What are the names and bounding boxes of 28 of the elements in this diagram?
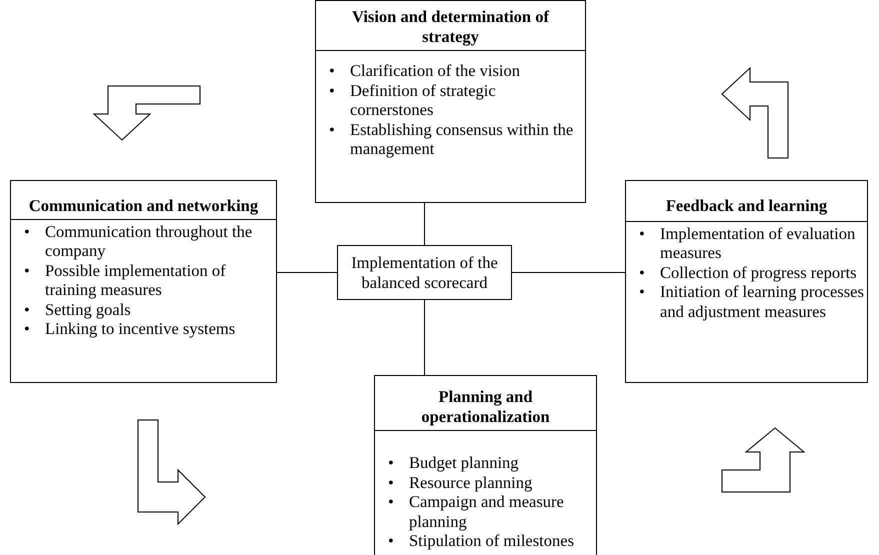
box-text: Implementation of the balanced scorecard — [350, 253, 499, 292]
bullet-item: • Campaign and measure planning — [387, 492, 565, 531]
bullet-item: • Setting goals — [23, 300, 132, 319]
bullet-item: • Collection of progress reports — [638, 262, 858, 282]
connector-line — [424, 202, 425, 246]
box-heading: Planning and operationalization — [375, 376, 596, 431]
process-box — [625, 180, 868, 383]
bullet-item: • Initiation of learning processes and adjustment measures — [638, 282, 865, 321]
bullet-item: • Stipulation of milestones — [387, 531, 575, 550]
bullet-item: • Linking to incentive systems — [23, 319, 236, 338]
bullet-item: • Communication throughout the company — [23, 222, 254, 260]
bullet-item: • Definition of strategic cornerstones — [328, 80, 497, 120]
process-box — [10, 180, 277, 383]
process-box — [374, 375, 597, 555]
bullet-item: • Implementation of evaluation measures — [638, 224, 856, 262]
connector-line — [276, 272, 338, 273]
process-box — [315, 0, 586, 203]
bullet-item: • Clarification of the vision — [328, 61, 522, 80]
center-box — [337, 245, 512, 300]
bullet-item: • Establishing consensus within the management — [328, 120, 574, 158]
box-heading: Communication and networking — [11, 181, 276, 220]
box-heading: Feedback and learning — [626, 181, 867, 222]
bullet-item: • Resource planning — [387, 472, 534, 492]
bullet-item: • Budget planning — [387, 453, 520, 472]
bullet-item: • Possible implementation of training measures — [23, 260, 227, 300]
connector-line — [512, 272, 626, 273]
connector-line — [424, 300, 425, 376]
box-heading: Vision and determination of strategy — [316, 1, 585, 51]
